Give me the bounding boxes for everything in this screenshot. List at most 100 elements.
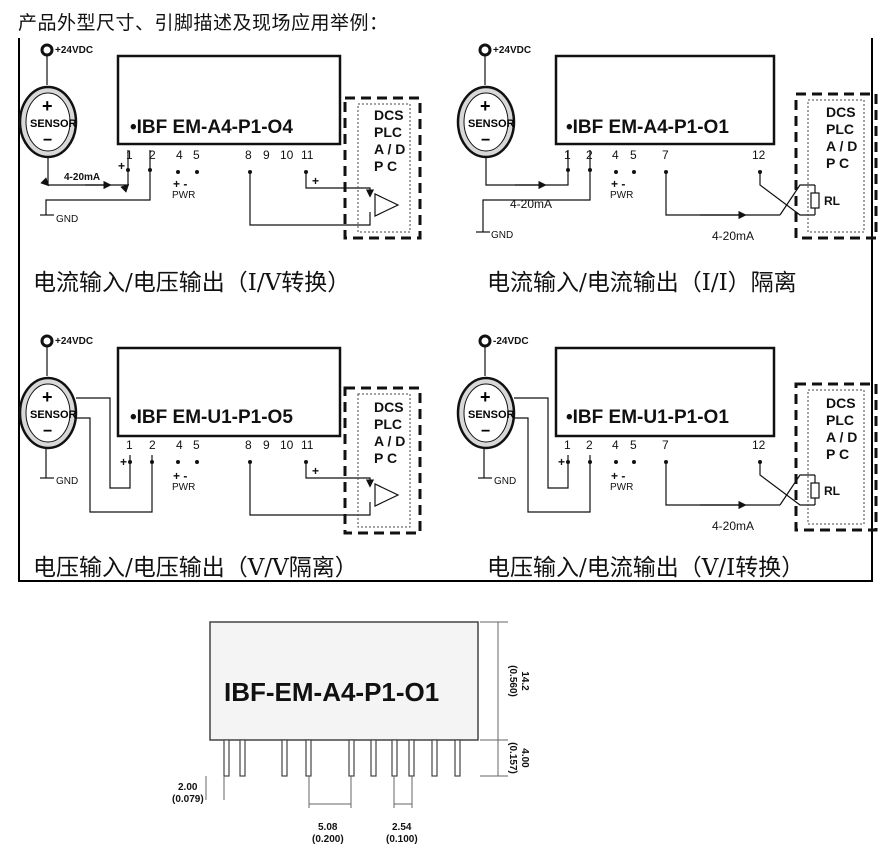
panel-caption: 电压输入/电压输出（V/V隔离） (33, 555, 358, 581)
dim-pitch-wide-in: (0.200) (312, 834, 344, 845)
supply-terminal-icon (478, 334, 492, 348)
pin-label: 1 (564, 148, 571, 162)
dim-pin-length-in: (0.157) (507, 742, 518, 774)
sensor-minus: − (43, 132, 52, 149)
dcs-box (343, 96, 422, 240)
amplifier-icon (374, 483, 400, 507)
dcs-label: P C (374, 158, 397, 174)
pin-label: 8 (245, 148, 252, 162)
sensor-icon (18, 376, 78, 450)
supply-terminal-icon (40, 43, 54, 57)
dim-pitch: 2.54 (392, 822, 412, 833)
page-heading: 产品外型尺寸、引脚描述及现场应用举例： (18, 12, 389, 34)
resistor-icon (810, 482, 820, 499)
pwr-label: PWR (172, 482, 195, 493)
pin-label: 4 (612, 148, 619, 162)
sensor-plus: + (42, 387, 53, 407)
dcs-label: P C (374, 450, 397, 466)
rl-label: RL (824, 194, 840, 208)
sensor-label: SENSOR (468, 409, 515, 421)
model-label: •IBF EM-U1-P1-O1 (566, 407, 729, 428)
dim-offset: 2.00 (178, 782, 198, 793)
pwr-label: PWR (172, 190, 195, 201)
dcs-label: A / D (374, 433, 405, 449)
supply-terminal-icon (478, 43, 492, 57)
dim-height: 14.2 (519, 671, 530, 691)
current-out-label: 4-20mA (712, 519, 754, 533)
svg-text:+ -: + - (173, 469, 187, 483)
module-body (554, 54, 776, 146)
pin-label: 1 (126, 438, 133, 452)
dcs-label: PLC (826, 121, 854, 137)
pwr-label: PWR (610, 482, 633, 493)
svg-text:+ -: + - (611, 469, 625, 483)
dim-pin-length: 4.00 (519, 748, 530, 768)
panel-caption: 电压输入/电流输出（V/I转换） (487, 555, 804, 581)
pin-label: 4 (612, 438, 619, 452)
supply-terminal-icon (40, 334, 54, 348)
dcs-label: DCS (374, 399, 404, 415)
panel-vi-conversion: -24VDC + SENSOR − GND + •IBF EM-U1-P1-O1… (456, 334, 878, 581)
dcs-label: P C (826, 155, 849, 171)
package-pins (223, 739, 461, 777)
pin-label: 5 (630, 438, 637, 452)
current-in-label: 4-20mA (510, 197, 552, 211)
module-body (116, 54, 342, 146)
pin-label: 4 (176, 148, 183, 162)
rl-label: RL (824, 484, 840, 498)
current-in-label: 4-20mA (64, 172, 100, 183)
sensor-plus: + (480, 96, 491, 116)
model-label: •IBF EM-A4-P1-O4 (130, 117, 293, 138)
sensor-plus: + (480, 387, 491, 407)
dcs-label: A / D (374, 141, 405, 157)
dcs-label: PLC (374, 416, 402, 432)
dcs-label: PLC (826, 412, 854, 428)
gnd-label: GND (56, 214, 78, 225)
sensor-plus: + (42, 96, 53, 116)
gnd-label: GND (494, 476, 516, 487)
dim-offset-in: (0.079) (172, 794, 204, 805)
dcs-label: DCS (374, 107, 404, 123)
dcs-label: A / D (826, 138, 857, 154)
panel-vv-isolation: +24VDC + SENSOR − GND + •IBF EM-U1-P1-O5… (18, 334, 422, 581)
pin-label: 10 (280, 438, 294, 452)
sensor-minus: − (43, 423, 52, 440)
dim-pitch-wide: 5.08 (318, 822, 338, 833)
svg-text:+: + (118, 159, 125, 173)
dcs-box (794, 382, 878, 532)
package-body (209, 621, 479, 741)
svg-text:+ -: + - (611, 177, 625, 191)
pin-label: 9 (263, 148, 270, 162)
amplifier-icon (374, 193, 400, 217)
dim-pitch-in: (0.100) (386, 834, 418, 845)
pin-label: 7 (662, 438, 669, 452)
gnd-label: GND (491, 230, 513, 241)
pin-label: 11 (301, 148, 314, 162)
gnd-label: GND (56, 476, 78, 487)
pin-label: 12 (752, 148, 766, 162)
current-out-label: 4-20mA (712, 229, 754, 243)
dcs-box (794, 92, 878, 240)
pin-label: 5 (193, 438, 200, 452)
svg-text:+ -: + - (173, 177, 187, 191)
pin-label: 11 (301, 438, 314, 452)
supply-label: +24VDC (55, 45, 93, 56)
dcs-label: P C (826, 446, 849, 462)
pin-label: 1 (126, 148, 133, 162)
pin-label: 5 (193, 148, 200, 162)
resistor-icon (810, 192, 820, 209)
svg-text:+: + (312, 464, 319, 478)
sensor-icon (18, 85, 78, 159)
pin-label: 2 (149, 438, 156, 452)
panel-caption: 电流输入/电压输出（I/V转换） (33, 270, 350, 296)
pin-label: 2 (149, 148, 156, 162)
package-label: IBF-EM-A4-P1-O1 (224, 677, 439, 707)
supply-label: -24VDC (493, 336, 529, 347)
pin-label: 9 (263, 438, 270, 452)
supply-label: +24VDC (493, 45, 531, 56)
pin-label: 2 (586, 148, 593, 162)
pin-label: 5 (630, 148, 637, 162)
model-label: •IBF EM-U1-P1-O5 (130, 407, 293, 428)
dcs-label: A / D (826, 429, 857, 445)
